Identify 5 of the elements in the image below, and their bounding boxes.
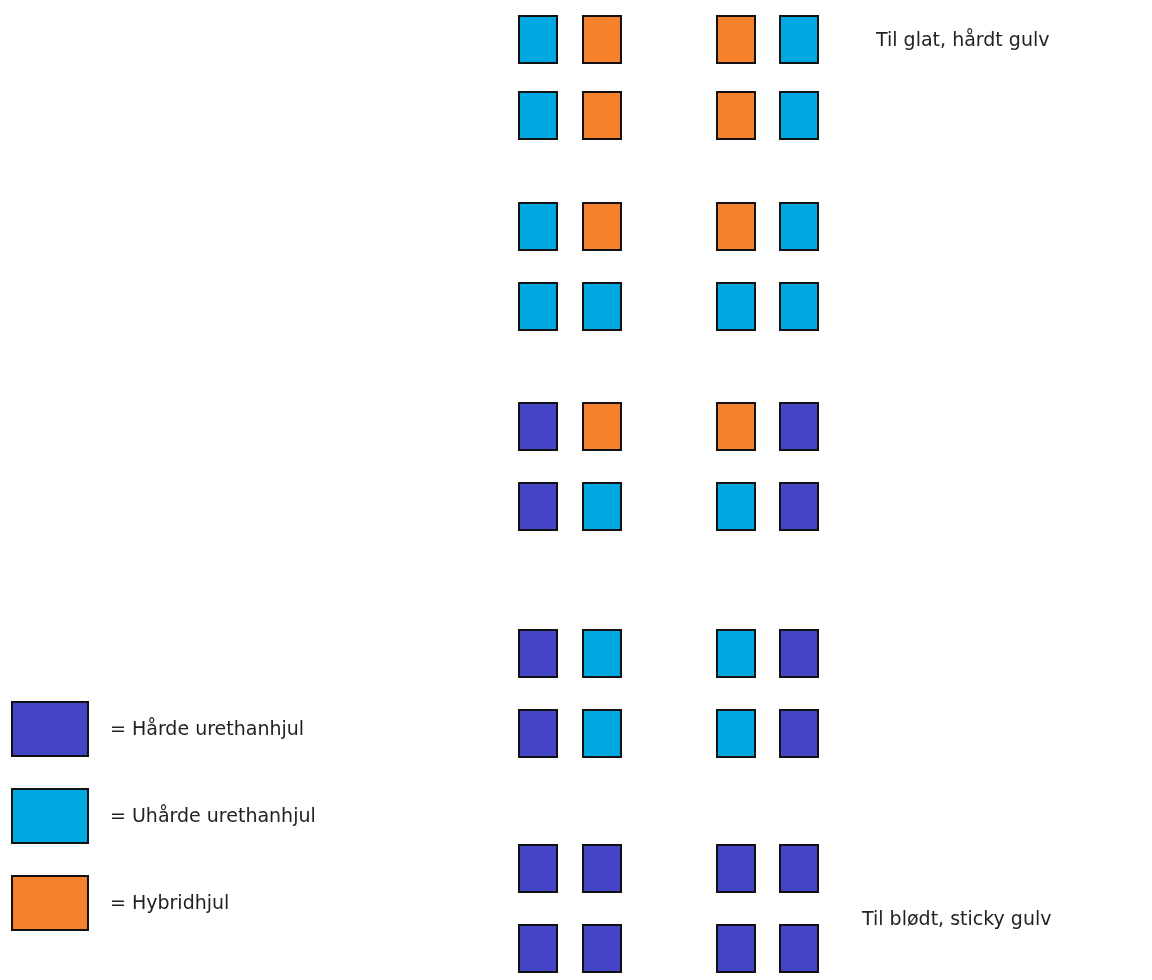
legend-label: = Hårde urethanhjul <box>110 717 305 739</box>
legend-label: = Uhårde urethanhjul <box>110 804 316 826</box>
legend-label: = Hybridhjul <box>110 891 230 913</box>
floor-note: Til blødt, sticky gulv <box>862 907 1052 929</box>
floor-note: Til glat, hårdt gulv <box>876 28 1050 50</box>
